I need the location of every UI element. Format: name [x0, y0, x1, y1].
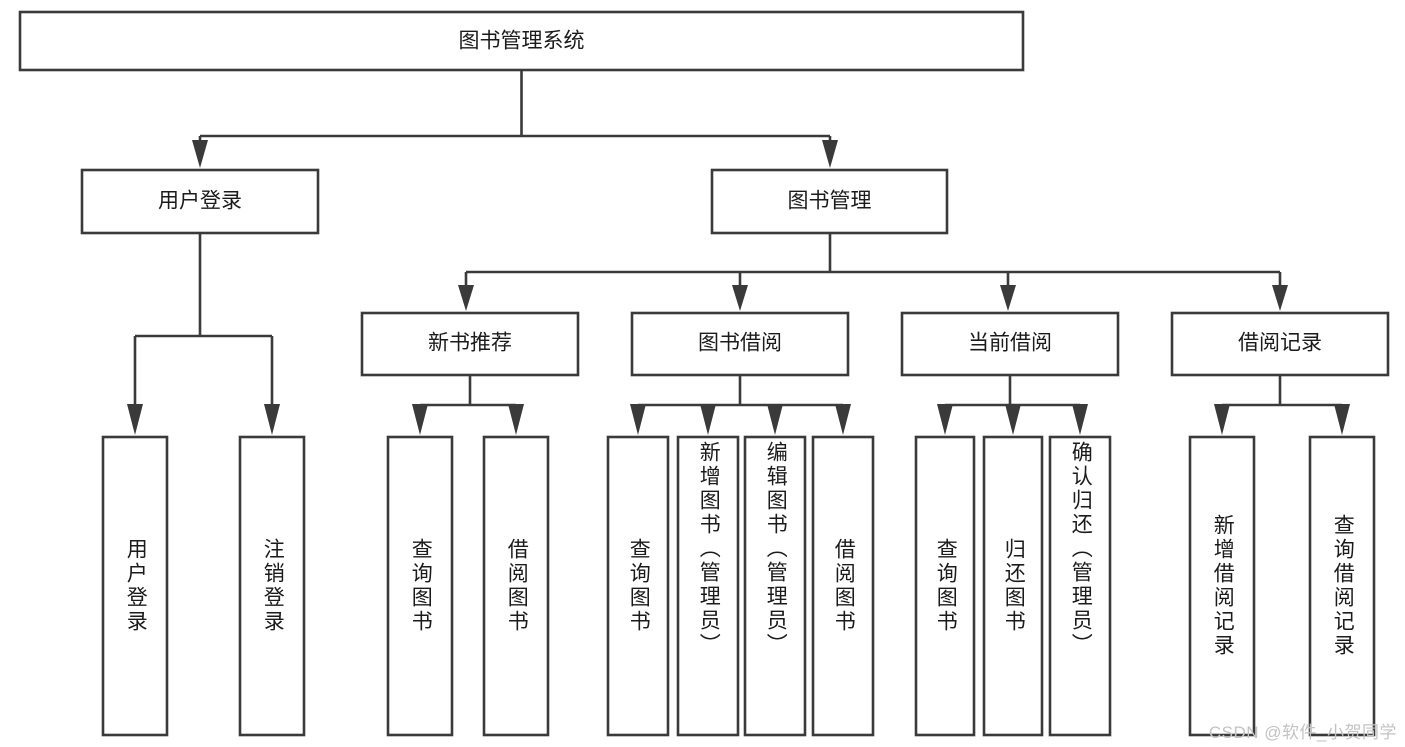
arrow-to-book-borrow: [732, 285, 748, 311]
arrow-to-leaf-logout: [264, 404, 280, 435]
node-label-borrowing-record: 借阅记录: [1238, 332, 1322, 355]
node-label-current-borrowing: 当前借阅: [968, 332, 1052, 355]
node-box-leaf-query-book-cb[interactable]: [914, 435, 976, 737]
node-box-leaf-query-borrow-record[interactable]: [1308, 435, 1376, 737]
node-box-leaf-add-borrow-record[interactable]: [1188, 435, 1256, 737]
node-box-leaf-return-book[interactable]: [982, 435, 1044, 737]
node-label-root: 图书管理系统: [459, 30, 585, 53]
arrow-br-leaf-1: [1214, 404, 1230, 435]
node-box-leaf-borrow-book-nbr[interactable]: [482, 435, 550, 737]
arrow-bb-leaf-3: [767, 404, 783, 435]
node-box-root[interactable]: [18, 10, 1025, 72]
node-box-leaf-borrow-book-bb[interactable]: [811, 435, 875, 737]
arrow-cb-leaf-2: [1005, 404, 1021, 435]
node-box-leaf-query-book-bb[interactable]: [606, 435, 670, 737]
node-label-book-management: 图书管理: [788, 190, 872, 213]
csdn-watermark: CSDN @软件_小贺同学: [1208, 723, 1397, 742]
node-box-user-login[interactable]: [80, 168, 320, 235]
node-box-book-management[interactable]: [710, 168, 949, 235]
arrow-to-current-borrow: [1000, 285, 1016, 311]
arrow-root-to-user-login: [192, 140, 208, 168]
arrow-nbr-leaf-1: [412, 404, 428, 435]
arrow-bb-leaf-4: [835, 404, 851, 435]
node-box-leaf-query-book-nbr[interactable]: [386, 435, 454, 737]
node-box-borrowing-record[interactable]: [1170, 311, 1390, 377]
arrow-nbr-leaf-2: [508, 404, 524, 435]
node-box-current-borrowing[interactable]: [900, 311, 1120, 377]
arrow-bb-leaf-2: [700, 404, 716, 435]
node-box-book-borrowing[interactable]: [630, 311, 850, 377]
connector-layer: [127, 70, 1350, 435]
arrow-br-leaf-2: [1334, 404, 1350, 435]
arrow-to-borrow-record: [1272, 285, 1288, 311]
node-label-new-book-recommendation: 新书推荐: [428, 332, 512, 355]
node-label-user-login: 用户登录: [158, 190, 242, 213]
arrow-cb-leaf-3: [1072, 404, 1088, 435]
node-layer: 图书管理系统 用户登录 图书管理 新书推荐 图书借阅 当前借阅 借阅记录: [18, 10, 1390, 737]
arrow-root-to-book-mgmt: [822, 140, 838, 168]
arrow-to-leaf-user-login: [127, 404, 143, 435]
node-box-new-book-recommendation[interactable]: [360, 311, 580, 377]
arrow-cb-leaf-1: [937, 404, 953, 435]
node-label-book-borrowing: 图书借阅: [698, 332, 782, 355]
node-box-leaf-edit-book-admin[interactable]: [743, 435, 807, 737]
node-box-leaf-confirm-return-admin[interactable]: [1048, 435, 1112, 737]
node-box-leaf-add-book-admin[interactable]: [676, 435, 740, 737]
arrow-to-new-book-rec: [458, 285, 474, 311]
arrow-bb-leaf-1: [630, 404, 646, 435]
node-box-leaf-logout[interactable]: [238, 435, 306, 737]
node-box-leaf-user-login[interactable]: [101, 435, 169, 737]
